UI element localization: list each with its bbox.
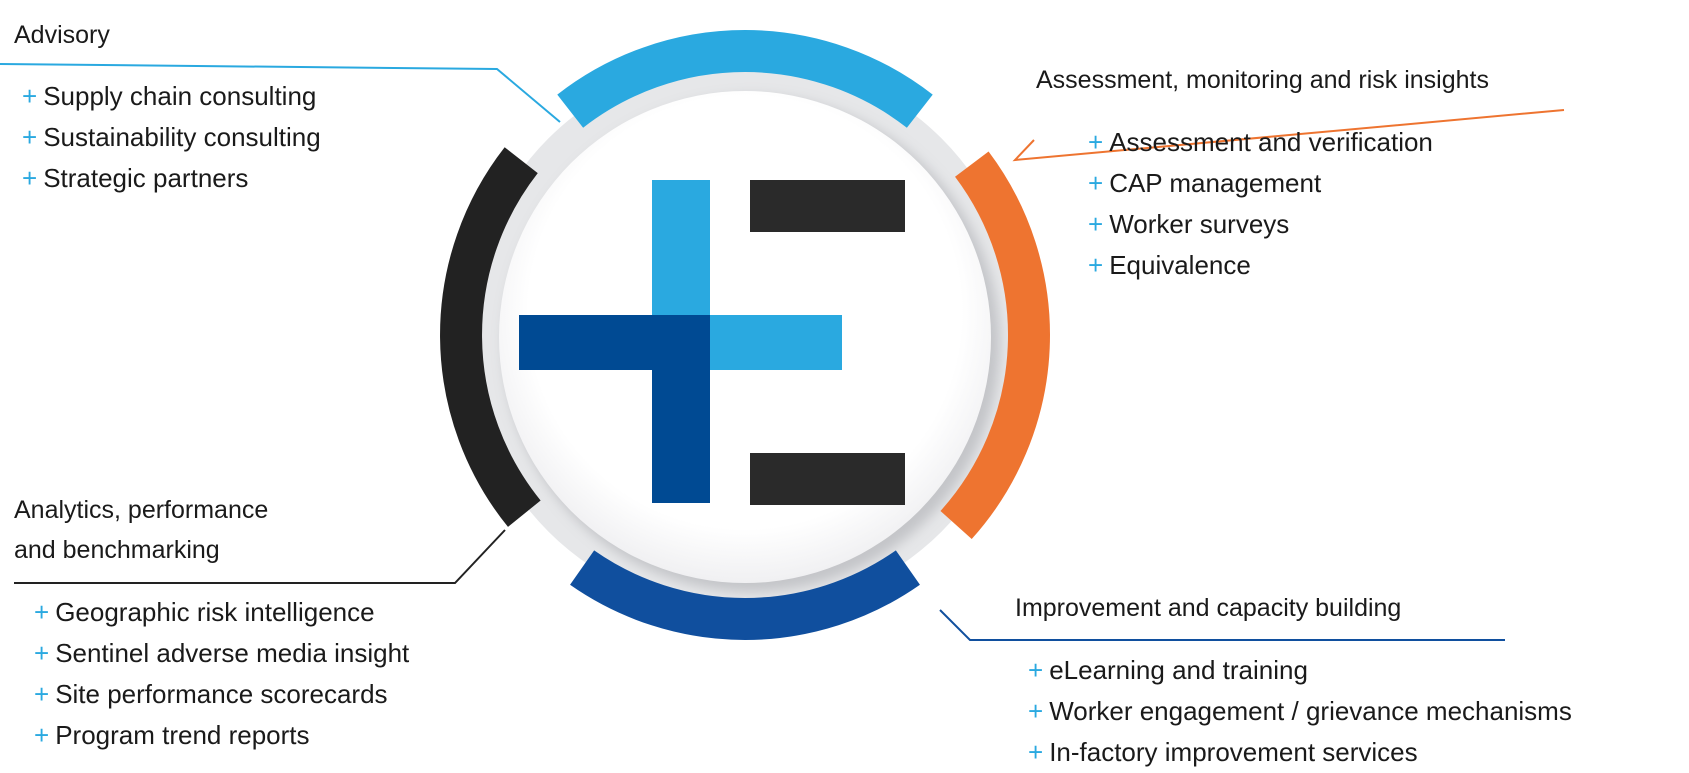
list-item: +Site performance scorecards [34, 674, 409, 715]
improvement-connector-line [939, 609, 1505, 641]
list-item: +In-factory improvement services [1028, 732, 1572, 773]
list-item-label: Sustainability consulting [43, 122, 321, 152]
plus-equals-logo-icon [519, 180, 905, 505]
advisory-connector-line [0, 63, 561, 123]
list-item: +Assessment and verification [1088, 122, 1433, 163]
plus-bullet-icon: + [34, 720, 50, 750]
list-item: +Geographic risk intelligence [34, 592, 409, 633]
plus-bullet-icon: + [34, 679, 50, 709]
list-item: +Supply chain consulting [22, 76, 321, 117]
list-item: +Worker surveys [1088, 204, 1433, 245]
plus-bullet-icon: + [22, 163, 38, 193]
plus-bullet-icon: + [22, 81, 38, 111]
assessment-connector-line [1012, 109, 1565, 162]
list-item-label: Worker surveys [1109, 209, 1290, 239]
list-item-label: Site performance scorecards [55, 679, 388, 709]
logo-plus-vertical-top [652, 180, 710, 315]
list-item: +Worker engagement / grievance mechanism… [1028, 691, 1572, 732]
list-item-label: eLearning and training [1049, 655, 1308, 685]
plus-bullet-icon: + [34, 638, 50, 668]
assessment-heading: Assessment, monitoring and risk insights [1036, 66, 1489, 94]
list-item: +Strategic partners [22, 158, 321, 199]
list-item: +Sustainability consulting [22, 117, 321, 158]
list-item-label: Equivalence [1109, 250, 1251, 280]
assessment-list: +Assessment and verification +CAP manage… [1088, 122, 1433, 286]
list-item-label: Assessment and verification [1109, 127, 1433, 157]
analytics-list: +Geographic risk intelligence +Sentinel … [34, 592, 409, 756]
plus-bullet-icon: + [34, 597, 50, 627]
improvement-arc [570, 550, 920, 640]
analytics-heading: Analytics, performance and benchmarking [14, 490, 268, 570]
assessment-arc [940, 151, 1050, 540]
plus-bullet-icon: + [1088, 209, 1104, 239]
logo-equals-bottom-bar [750, 453, 905, 505]
analytics-connector-line [14, 529, 506, 584]
plus-bullet-icon: + [1028, 696, 1044, 726]
list-item-label: Geographic risk intelligence [55, 597, 375, 627]
advisory-arc [557, 30, 933, 128]
logo-plus-vertical-bottom [652, 315, 710, 503]
advisory-heading: Advisory [14, 21, 110, 49]
list-item-label: In-factory improvement services [1049, 737, 1418, 767]
plus-bullet-icon: + [1088, 168, 1104, 198]
list-item: +Program trend reports [34, 715, 409, 756]
logo-equals-top-bar [750, 180, 905, 232]
list-item-label: Sentinel adverse media insight [55, 638, 410, 668]
list-item: +Sentinel adverse media insight [34, 633, 409, 674]
improvement-list: +eLearning and training +Worker engageme… [1028, 650, 1572, 773]
analytics-heading-line-2: and benchmarking [14, 536, 220, 564]
list-item-label: Supply chain consulting [43, 81, 317, 111]
plus-bullet-icon: + [22, 122, 38, 152]
list-item: +Equivalence [1088, 245, 1433, 286]
list-item-label: Worker engagement / grievance mechanisms [1049, 696, 1572, 726]
list-item: +CAP management [1088, 163, 1433, 204]
list-item-label: Program trend reports [55, 720, 310, 750]
list-item-label: Strategic partners [43, 163, 249, 193]
plus-bullet-icon: + [1028, 655, 1044, 685]
analytics-heading-line-1: Analytics, performance [14, 496, 269, 524]
plus-bullet-icon: + [1028, 737, 1044, 767]
improvement-heading: Improvement and capacity building [1015, 594, 1402, 622]
list-item: +eLearning and training [1028, 650, 1572, 691]
plus-bullet-icon: + [1088, 250, 1104, 280]
advisory-list: +Supply chain consulting +Sustainability… [22, 76, 321, 199]
analytics-arc [440, 147, 541, 527]
plus-bullet-icon: + [1088, 127, 1104, 157]
list-item-label: CAP management [1109, 168, 1322, 198]
logo-plus-horizontal-right [710, 315, 842, 370]
